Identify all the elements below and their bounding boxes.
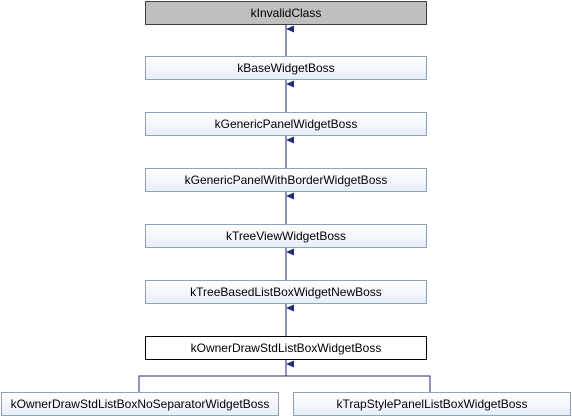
node-kownerdrawstdlistboxwidgetboss: kOwnerDrawStdListBoxWidgetBoss xyxy=(145,336,427,360)
node-kgenericpanelwithborderwidgetboss[interactable]: kGenericPanelWithBorderWidgetBoss xyxy=(145,168,427,192)
node-kbasewidgetboss[interactable]: kBaseWidgetBoss xyxy=(145,56,427,80)
node-kownerdrawstdlistboxnoseparatorwidgetboss[interactable]: kOwnerDrawStdListBoxNoSeparatorWidgetBos… xyxy=(1,392,279,416)
node-ktrapstylepanellistboxwidgetboss[interactable]: kTrapStylePanelListBoxWidgetBoss xyxy=(293,392,571,416)
node-ktreeviewwidgetboss[interactable]: kTreeViewWidgetBoss xyxy=(145,224,427,248)
edge-leaf-children-to-kownerdrawstdlistboxwidgetboss xyxy=(138,375,431,392)
node-ktreebasedlistboxwidgetnewboss[interactable]: kTreeBasedListBoxWidgetNewBoss xyxy=(145,280,427,304)
node-kgenericpanelwidgetboss[interactable]: kGenericPanelWidgetBoss xyxy=(145,112,427,136)
node-kinvalidclass[interactable]: kInvalidClass xyxy=(145,1,427,25)
